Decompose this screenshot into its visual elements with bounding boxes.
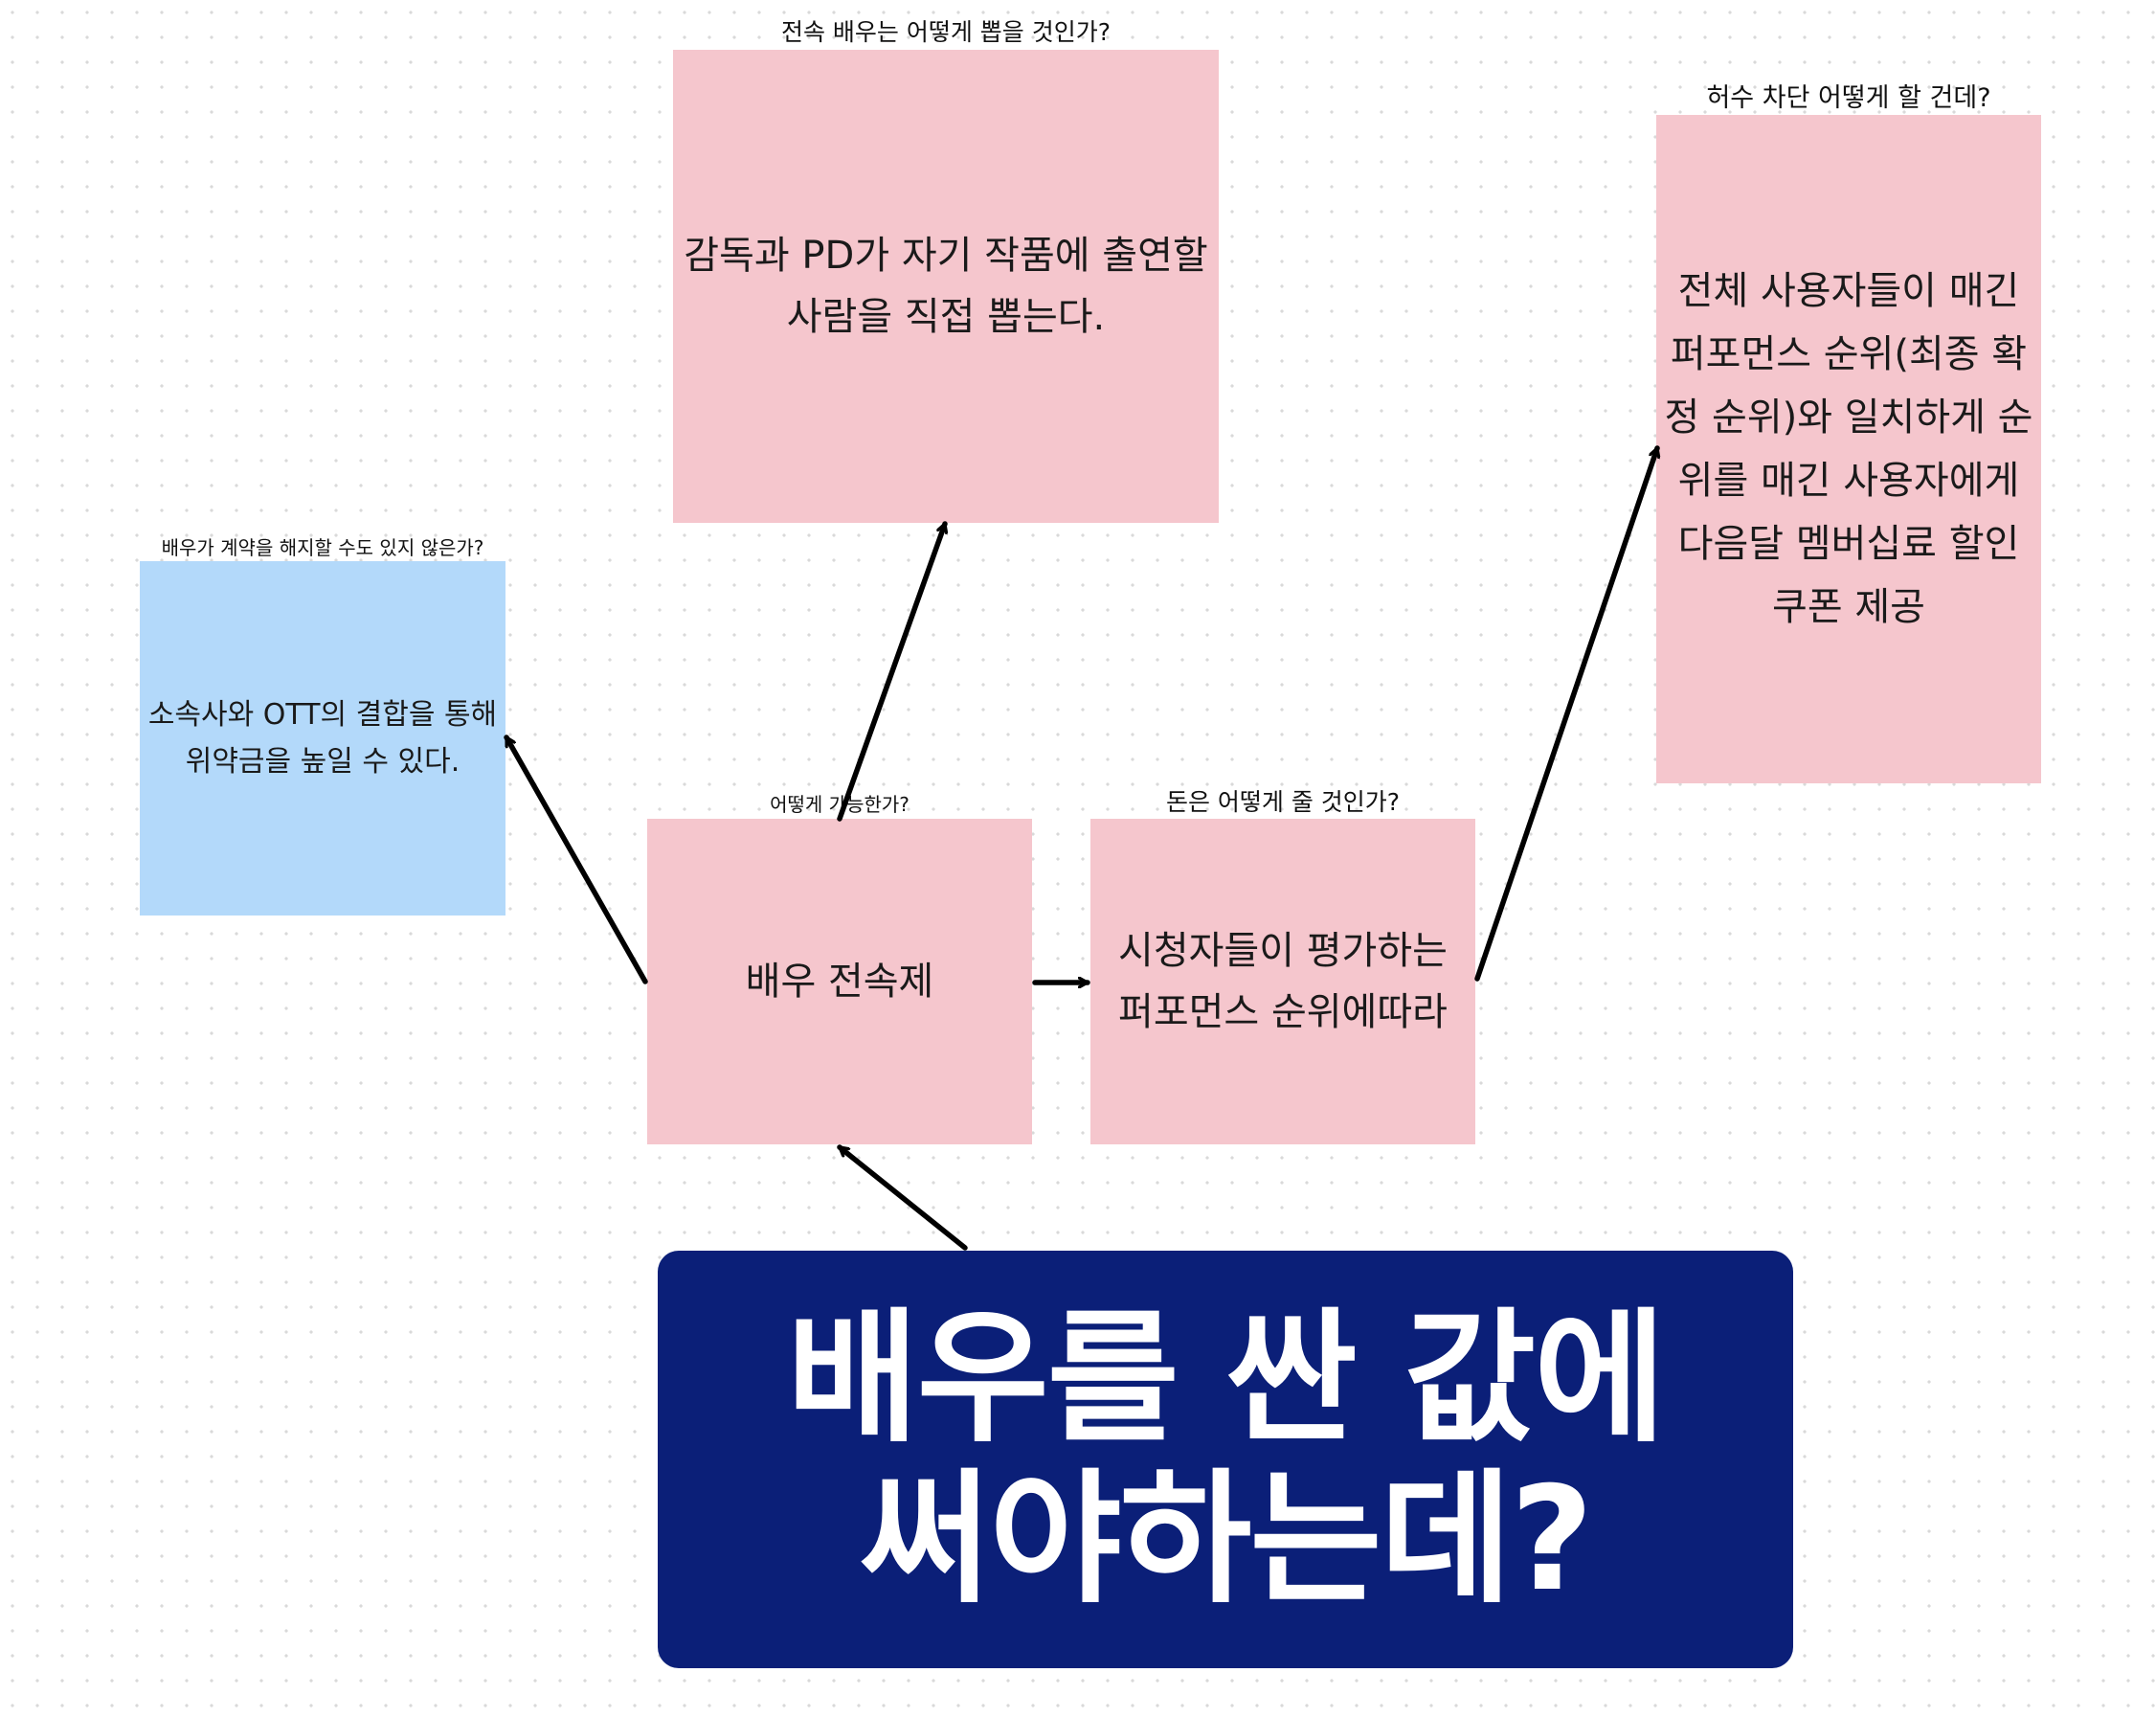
left-node-text: 소속사와 OTT의 결합을 통해 위약금을 높일 수 있다. (148, 691, 497, 786)
center-node-box[interactable]: 배우 전속제 (647, 819, 1032, 1144)
right-node-line: 퍼포먼스 순위에따라 (1118, 990, 1448, 1034)
left-node-caption: 배우가 계약을 해지할 수도 있지 않은가? (161, 536, 484, 559)
far-right-node-line: 쿠폰 제공 (1772, 585, 1925, 629)
far-right-node-box[interactable]: 전체 사용자들이 매긴 퍼포먼스 순위(최종 확 정 순위)와 일치하게 순 위… (1656, 115, 2041, 783)
left-node-box[interactable]: 소속사와 OTT의 결합을 통해 위약금을 높일 수 있다. (140, 561, 505, 916)
right-node-line: 시청자들이 평가하는 (1118, 929, 1448, 973)
arrow-center-to-top (837, 521, 945, 822)
far-right-node-text: 전체 사용자들이 매긴 퍼포먼스 순위(최종 확 정 순위)와 일치하게 순 위… (1665, 260, 2033, 639)
top-node-line: 감독과 PD가 자기 작품에 출연할 (684, 234, 1208, 278)
right-node-box[interactable]: 시청자들이 평가하는 퍼포먼스 순위에따라 (1090, 819, 1475, 1144)
far-right-node-line: 위를 매긴 사용자에게 (1677, 459, 2020, 503)
top-node-line: 사람을 직접 뽑는다. (786, 295, 1106, 339)
main-question-title: 배우를 싼 값에 써야하는데? (786, 1296, 1666, 1623)
far-right-node-line: 퍼포먼스 순위(최종 확 (1670, 332, 2028, 376)
top-node-box[interactable]: 감독과 PD가 자기 작품에 출연할 사람을 직접 뽑는다. (673, 50, 1219, 523)
right-node-text: 시청자들이 평가하는 퍼포먼스 순위에따라 (1118, 920, 1448, 1043)
left-node-line: 소속사와 OTT의 결합을 통해 (147, 697, 498, 732)
far-right-node-line: 정 순위)와 일치하게 순 (1664, 396, 2033, 440)
far-right-node-line: 전체 사용자들이 매긴 (1677, 269, 2020, 313)
left-node-line: 위약금을 높일 수 있다. (185, 745, 460, 779)
right-node-caption: 돈은 어떻게 줄 것인가? (1165, 788, 1401, 816)
arrow-center-to-left (504, 735, 648, 984)
top-node-text: 감독과 PD가 자기 작품에 출연할 사람을 직접 뽑는다. (684, 225, 1207, 348)
top-node-caption: 전속 배우는 어떻게 뽑을 것인가? (780, 18, 1112, 46)
arrow-title-to-center (837, 1144, 968, 1251)
far-right-node-line: 다음달 멤버십료 할인 (1677, 522, 2020, 566)
center-node-text: 배우 전속제 (745, 960, 934, 1004)
title-box: 배우를 싼 값에 써야하는데? (658, 1251, 1793, 1668)
far-right-node-caption: 허수 차단 어떻게 할 건데? (1706, 83, 1991, 113)
arrow-right-to-far-right (1474, 445, 1657, 982)
